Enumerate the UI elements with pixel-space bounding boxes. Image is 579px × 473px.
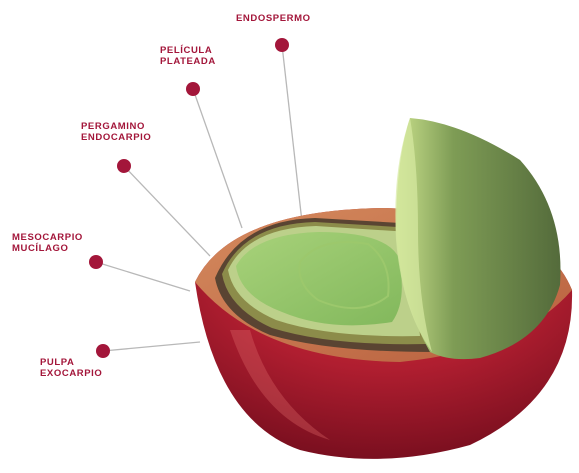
marker-dot-pelicula (186, 82, 200, 96)
marker-dot-endospermo (275, 38, 289, 52)
label-endospermo: ENDOSPERMO (236, 13, 311, 24)
label-pergamino-line1: PERGAMINO (81, 121, 151, 132)
label-endospermo-line1: ENDOSPERMO (236, 13, 311, 24)
marker-dot-mesocarpio (89, 255, 103, 269)
leader-line-pelicula (193, 89, 242, 228)
marker-dot-pergamino (117, 159, 131, 173)
leader-line-pulpa (103, 342, 200, 351)
label-pelicula-line1: PELÍCULA (160, 45, 216, 56)
leader-line-endospermo (282, 45, 302, 222)
label-pulpa-line1: PULPA (40, 357, 102, 368)
leader-line-mesocarpio (96, 262, 190, 291)
label-mesocarpio-line2: MUCÍLAGO (12, 243, 83, 254)
label-pulpa-exocarpio: PULPA EXOCARPIO (40, 357, 102, 379)
label-pulpa-line2: EXOCARPIO (40, 368, 102, 379)
label-mesocarpio-line1: MESOCARPIO (12, 232, 83, 243)
label-pelicula-line2: PLATEADA (160, 56, 216, 67)
marker-dot-pulpa (96, 344, 110, 358)
leader-line-pergamino (124, 166, 210, 256)
label-pergamino-line2: ENDOCARPIO (81, 132, 151, 143)
label-pelicula-plateada: PELÍCULA PLATEADA (160, 45, 216, 67)
label-pergamino-endocarpio: PERGAMINO ENDOCARPIO (81, 121, 151, 143)
label-mesocarpio-mucilago: MESOCARPIO MUCÍLAGO (12, 232, 83, 254)
